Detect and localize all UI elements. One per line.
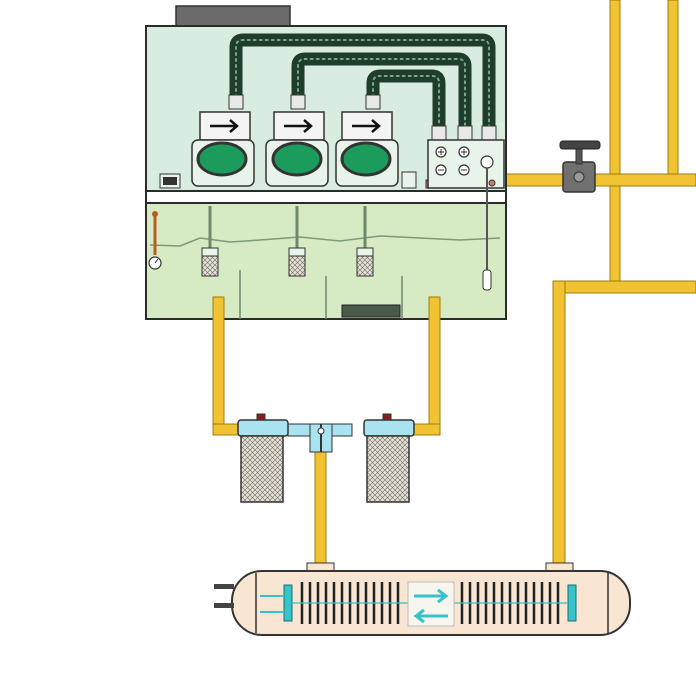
duplex-filter[interactable] (237, 413, 415, 503)
hose-fittings (228, 94, 497, 141)
right-pipework (504, 0, 696, 567)
shell-tube-cooler[interactable] (214, 562, 631, 636)
ball-valve[interactable] (559, 140, 601, 193)
temperature-probe (480, 155, 496, 291)
pump-motor-2[interactable] (265, 111, 329, 187)
pressure-hoses (229, 33, 496, 135)
level-gauge (148, 211, 162, 270)
suction-strainer-2 (288, 206, 306, 277)
suction-strainer-3 (356, 206, 374, 277)
return-pipes (212, 296, 441, 566)
tank-cover-plate (175, 5, 291, 27)
suction-strainer-1 (201, 206, 219, 277)
pump-motor-1[interactable] (191, 111, 255, 187)
pump-motor-3[interactable] (335, 111, 399, 187)
